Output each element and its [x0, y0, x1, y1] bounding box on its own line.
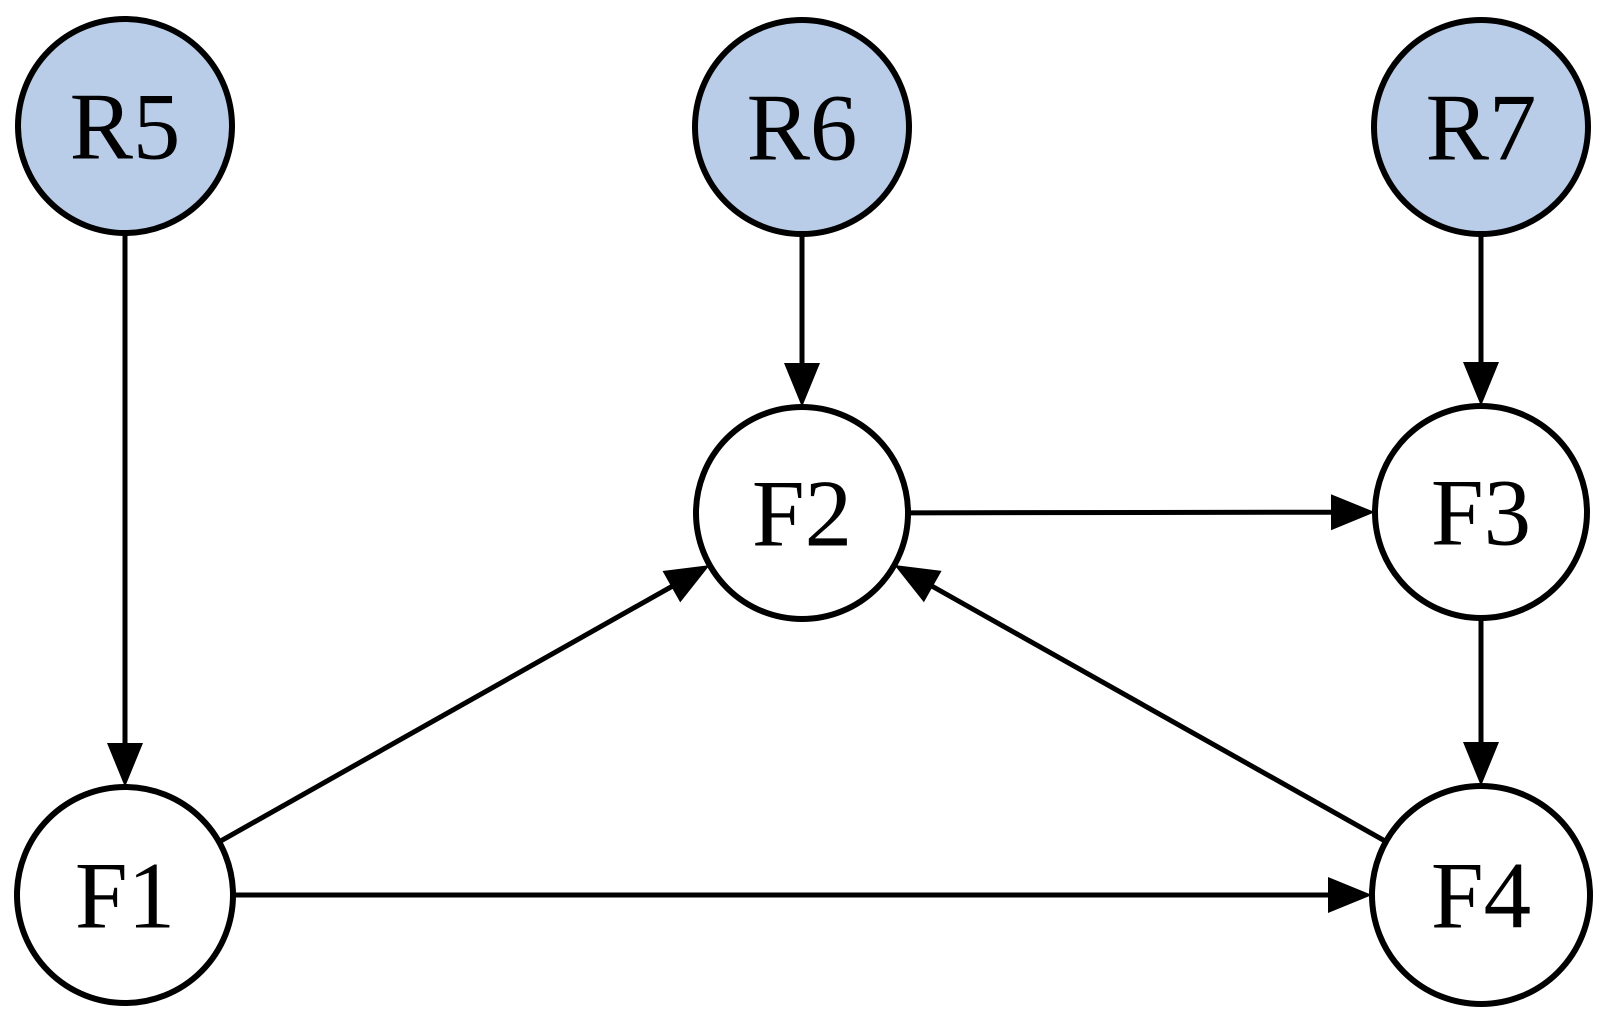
- arrowhead-R5-F1: [107, 743, 143, 787]
- node-circle-F4: [1369, 783, 1593, 1007]
- node-label-F4: F4: [1431, 842, 1531, 948]
- node-label-F1: F1: [75, 842, 175, 948]
- node-circle-F2: [693, 404, 911, 622]
- node-F4: F4: [1369, 783, 1593, 1007]
- node-F2: F2: [693, 404, 911, 622]
- node-F3: F3: [1372, 403, 1590, 621]
- arrowhead-R7-F3: [1463, 362, 1499, 406]
- node-label-F3: F3: [1431, 459, 1531, 565]
- edge-F4-F2: [924, 580, 1388, 844]
- node-R6: R6: [692, 17, 912, 237]
- arrowhead-F1-F2: [662, 565, 710, 603]
- node-label-R7: R7: [1426, 74, 1537, 180]
- node-circle-R5: [15, 16, 235, 236]
- arrowhead-F4-F2: [894, 564, 942, 603]
- arrowhead-F2-F3: [1330, 494, 1376, 531]
- node-R7: R7: [1371, 17, 1591, 237]
- node-circle-R7: [1371, 17, 1591, 237]
- node-circle-F1: [14, 784, 236, 1006]
- arrowhead-R6-F2: [784, 363, 820, 407]
- arrowhead-F1-F4: [1328, 877, 1372, 913]
- node-label-F2: F2: [752, 460, 852, 566]
- node-label-R6: R6: [747, 74, 858, 180]
- edge-F1-F2: [217, 580, 680, 845]
- arrowhead-F3-F4: [1463, 742, 1499, 786]
- node-circle-R6: [692, 17, 912, 237]
- edges-layer: [107, 233, 1499, 913]
- edge-F2-F3: [907, 509, 1340, 516]
- node-label-R5: R5: [70, 73, 181, 179]
- node-circle-F3: [1372, 403, 1590, 621]
- node-F1: F1: [14, 784, 236, 1006]
- node-R5: R5: [15, 16, 235, 236]
